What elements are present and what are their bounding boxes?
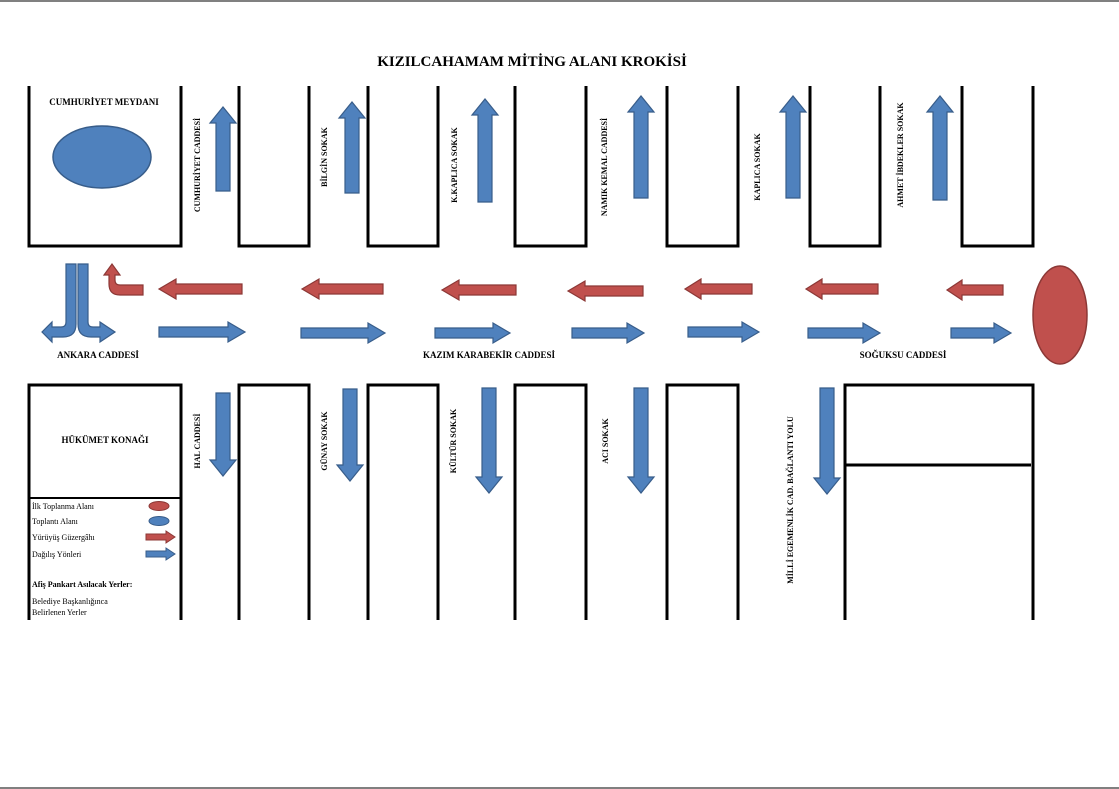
dispersal-arrow-up-2 bbox=[337, 101, 367, 194]
legend-poster-line1: Belediye Başkanlığınca bbox=[32, 597, 108, 606]
march-arrow-3 bbox=[440, 278, 517, 302]
march-arrow-2 bbox=[300, 277, 384, 301]
block-bottom-6 bbox=[843, 383, 1035, 620]
block-cumhuriyet-meydani bbox=[27, 86, 183, 248]
legend: İlk Toplanma Alanı Toplantı Alanı Yürüyü… bbox=[32, 501, 176, 617]
bottom-street-labels: HAL CADDESİ GÜNAY SOKAK KÜLTÜR SOKAK ACI… bbox=[192, 408, 795, 584]
street-label-namik-kemal-caddesi: NAMIK KEMAL CADDESİ bbox=[599, 118, 609, 216]
block-top-7 bbox=[960, 86, 1035, 248]
block-bottom-4 bbox=[513, 383, 588, 620]
street-label-milli-egemenlik: MİLLİ EGEMENLİK CAD. BAĞLANTI YOLU bbox=[785, 416, 795, 584]
dispersal-arrow-up-4 bbox=[626, 95, 656, 199]
dispersal-arrow-h-4 bbox=[571, 321, 646, 345]
legend-poster-heading: Afiş Pankart Asılacak Yerler: bbox=[32, 580, 132, 589]
block-bottom-2 bbox=[237, 383, 311, 620]
legend-label-dispersal: Dağılış Yönleri bbox=[32, 550, 82, 559]
dispersal-arrow-up-3 bbox=[470, 98, 500, 203]
block-bottom-5 bbox=[665, 383, 740, 620]
march-arrow-7 bbox=[945, 278, 1004, 302]
dispersal-arrow-up-1 bbox=[208, 106, 238, 192]
meeting-area-ellipse bbox=[52, 125, 152, 189]
legend-poster-line2: Belirlenen Yerler bbox=[32, 608, 87, 617]
street-label-bilgin-sokak: BİLGİN SOKAK bbox=[319, 126, 329, 187]
block-hukumet-konagi bbox=[27, 383, 183, 620]
block-top-4 bbox=[513, 86, 588, 248]
dispersal-arrow-down-1 bbox=[208, 392, 238, 477]
march-arrow-4 bbox=[566, 279, 644, 303]
street-label-gunay-sokak: GÜNAY SOKAK bbox=[320, 411, 329, 471]
top-street-labels: CUMHURİYET CADDESİ BİLGİN SOKAK K.KAPLIC… bbox=[192, 102, 905, 216]
dispersal-arrow-down-2 bbox=[335, 388, 365, 482]
street-label-kaplica-sokak: KAPLICA SOKAK bbox=[753, 133, 762, 201]
dispersal-arrow-h-3 bbox=[434, 321, 512, 345]
dispersal-arrow-split-right bbox=[77, 263, 117, 344]
legend-label-initial-gathering: İlk Toplanma Alanı bbox=[32, 502, 95, 511]
march-route-arrows bbox=[102, 262, 1004, 303]
dispersal-arrow-split-left bbox=[41, 263, 77, 344]
dispersal-arrow-down-5 bbox=[812, 387, 842, 495]
dispersal-arrow-h-1 bbox=[158, 320, 247, 344]
dispersal-arrow-h-2 bbox=[300, 321, 387, 345]
street-label-kazim-karabekir-caddesi: KAZIM KARABEKİR CADDESİ bbox=[423, 350, 556, 360]
top-blocks bbox=[27, 86, 1035, 248]
street-label-ankara-caddesi: ANKARA CADDESİ bbox=[57, 350, 139, 360]
dispersal-arrow-up-6 bbox=[925, 95, 955, 201]
block-top-3 bbox=[366, 86, 440, 248]
dispersal-arrow-down-3 bbox=[474, 387, 504, 494]
street-label-cumhuriyet-caddesi: CUMHURİYET CADDESİ bbox=[192, 118, 202, 212]
dispersal-arrow-h-5 bbox=[687, 320, 761, 344]
dispersal-arrow-down-4 bbox=[626, 387, 656, 494]
block-top-6 bbox=[808, 86, 882, 248]
page-title: KIZILCAHAMAM MİTİNG ALANI KROKİSİ bbox=[377, 53, 687, 70]
march-arrow-6 bbox=[804, 277, 879, 301]
legend-label-meeting-area: Toplantı Alanı bbox=[32, 517, 79, 526]
dispersal-arrow-h-7 bbox=[950, 321, 1013, 345]
cumhuriyet-meydani-label: CUMHURİYET MEYDANI bbox=[49, 97, 159, 107]
street-label-kultur-sokak: KÜLTÜR SOKAK bbox=[449, 408, 458, 473]
bottom-blocks bbox=[27, 383, 1035, 620]
block-bottom-3 bbox=[366, 383, 440, 620]
street-label-k-kaplica-sokak: K.KAPLICA SOKAK bbox=[450, 126, 459, 202]
block-top-5 bbox=[665, 86, 740, 248]
street-label-aci-sokak: ACI SOKAK bbox=[601, 417, 610, 463]
dispersal-arrow-h-6 bbox=[807, 321, 882, 345]
legend-red-arrow-icon bbox=[145, 530, 176, 544]
legend-red-ellipse-icon bbox=[148, 501, 170, 511]
hukumet-konagi-label: HÜKÜMET KONAĞI bbox=[61, 435, 149, 445]
legend-blue-ellipse-icon bbox=[148, 516, 170, 526]
block-top-2 bbox=[237, 86, 311, 248]
march-arrow-turn-up bbox=[102, 262, 144, 296]
legend-label-march-route: Yürüyüş Güzergâhı bbox=[32, 533, 96, 542]
march-arrow-5 bbox=[683, 277, 753, 301]
street-label-ahmet-ibdekler-sokak: AHMET İBDEKLER SOKAK bbox=[895, 102, 905, 208]
initial-gathering-ellipse bbox=[1032, 265, 1088, 365]
street-label-soguksu-caddesi: SOĞUKSU CADDESİ bbox=[860, 350, 947, 360]
dispersal-arrows bbox=[41, 95, 1013, 495]
march-arrow-1 bbox=[157, 277, 243, 301]
legend-blue-arrow-icon bbox=[145, 547, 176, 561]
dispersal-arrow-up-5 bbox=[778, 95, 808, 199]
street-label-hal-caddesi: HAL CADDESİ bbox=[192, 414, 202, 469]
